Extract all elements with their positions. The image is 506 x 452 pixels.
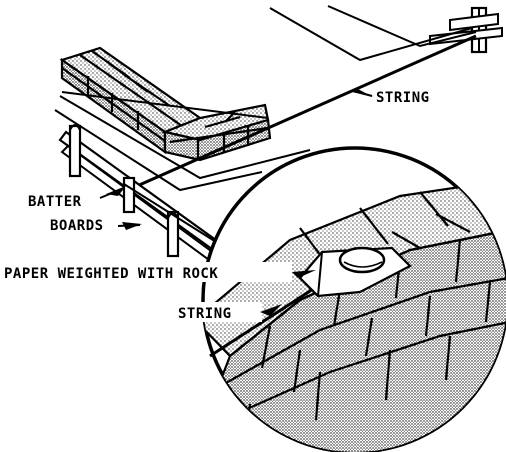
svg-text:STRING: STRING bbox=[178, 306, 232, 322]
label-string-bottom: STRING bbox=[176, 302, 282, 322]
svg-text:PAPER WEIGHTED WITH ROCK: PAPER WEIGHTED WITH ROCK bbox=[4, 266, 218, 282]
svg-text:STRING: STRING bbox=[376, 90, 430, 106]
strings bbox=[54, 5, 477, 192]
label-batter-boards: BATTER BOARDS bbox=[28, 186, 142, 234]
magnified-detail bbox=[201, 146, 506, 452]
paper-weighted-with-rock bbox=[298, 246, 412, 298]
batter-board-left bbox=[58, 124, 240, 270]
label-paper-weighted: PAPER WEIGHTED WITH ROCK bbox=[2, 262, 316, 282]
background-brick-corner bbox=[59, 46, 272, 162]
label-string-top: STRING bbox=[352, 88, 430, 106]
svg-text:BOARDS: BOARDS bbox=[50, 218, 104, 234]
svg-text:BATTER: BATTER bbox=[28, 194, 82, 210]
